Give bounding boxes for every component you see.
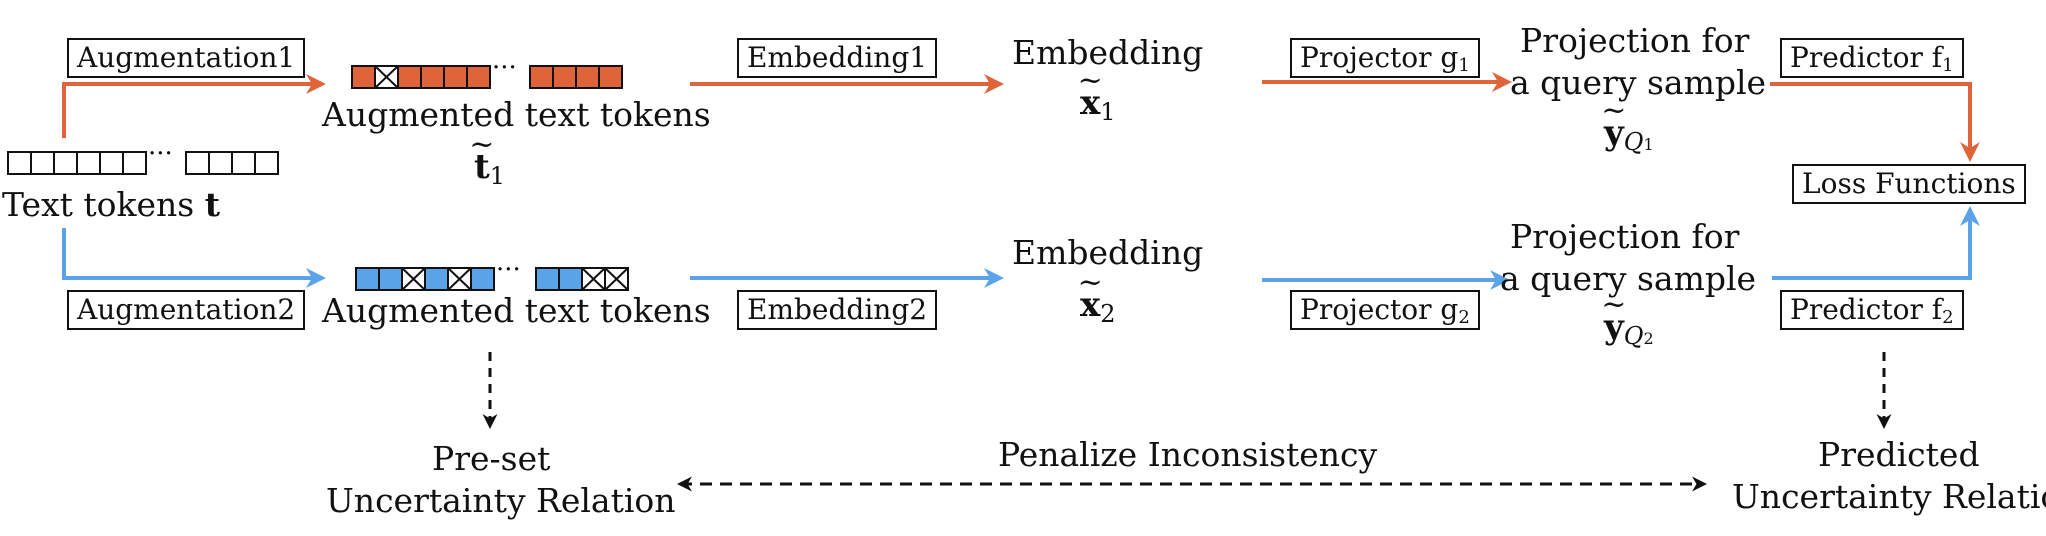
input-token-a-cell-5 [122, 151, 147, 175]
input-token-a-cell-2 [53, 151, 78, 175]
preset-line2: Uncertainty Relation [326, 481, 676, 520]
top-token-a-cell-3 [420, 65, 445, 89]
top-token-a-cell-2 [397, 65, 422, 89]
penalize-label: Penalize Inconsistency [998, 435, 1378, 474]
input-token-b-cell-0 [185, 151, 210, 175]
loss-functions-box: Loss Functions [1792, 164, 2026, 204]
input-token-b-cell-2 [231, 151, 256, 175]
projector-g1-box: Projector g1 [1290, 38, 1480, 78]
top-projection-line1: Projection for [1520, 21, 1750, 60]
input-token-b-cell-3 [254, 151, 279, 175]
embedding2-box: Embedding2 [737, 290, 938, 330]
bottom-token-b-cell-2-cross-1 [581, 267, 606, 291]
bottom-augmented-tokens-label: Augmented text tokens [322, 291, 711, 330]
bottom-branch-arrow-1 [62, 228, 326, 288]
bottom-tokens-ellipsis: ··· [496, 255, 521, 285]
input-token-b-cell-1 [208, 151, 233, 175]
top-embedding-symbol: x1 [1080, 83, 1116, 127]
top-token-a-cell-1-cross-1 [374, 65, 399, 89]
top-branch-arrow-1 [62, 74, 326, 138]
top-embedding-title: Embedding [1012, 33, 1204, 72]
bottom-token-b-cell-0 [535, 267, 560, 291]
top-token-b-cell-0 [529, 65, 554, 89]
predicted-line2: Uncertainty Relation [1732, 477, 2046, 516]
top-token-a-cell-0 [351, 65, 376, 89]
bottom-token-a-cell-5 [470, 267, 495, 291]
predicted-line1: Predicted [1818, 435, 1980, 474]
input-token-a-cell-1 [30, 151, 55, 175]
input-token-a-cell-4 [99, 151, 124, 175]
bottom-token-a-cell-4-cross-1 [447, 267, 472, 291]
top-augmented-tokens-label: Augmented text tokens [322, 95, 711, 134]
predictor-f1-box: Predictor f1 [1780, 38, 1964, 78]
augmentation1-box: Augmentation1 [67, 38, 306, 78]
bottom-token-b-cell-1 [558, 267, 583, 291]
input-tokens-label: Text tokens t [2, 185, 220, 224]
top-branch-arrow-4 [1770, 82, 1980, 162]
predictor-f2-box: Predictor f2 [1780, 290, 1964, 330]
bottom-token-a-cell-3 [424, 267, 449, 291]
bottom-projection-line1: Projection for [1510, 217, 1740, 256]
preset-line1: Pre-set [432, 439, 551, 478]
bottom-branch-arrow-4 [1772, 206, 1980, 280]
top-token-b-cell-2 [575, 65, 600, 89]
top-token-a-cell-5 [466, 65, 491, 89]
top-token-a-cell-4 [443, 65, 468, 89]
top-projection-symbol: yQ1 [1604, 113, 1654, 157]
top-augmented-tokens-symbol: t1 [474, 147, 505, 191]
bottom-embedding-symbol: x2 [1080, 285, 1116, 329]
augmentation2-box: Augmentation2 [67, 290, 306, 330]
bottom-token-a-cell-2-cross-1 [401, 267, 426, 291]
bottom-embedding-title: Embedding [1012, 233, 1204, 272]
bottom-token-a-cell-0 [355, 267, 380, 291]
top-projection-line2: a query sample [1510, 63, 1767, 102]
top-token-b-cell-1 [552, 65, 577, 89]
bottom-projection-line2: a query sample [1500, 259, 1757, 298]
input-tokens-ellipsis: ··· [148, 139, 173, 169]
bottom-projection-symbol: yQ2 [1604, 307, 1654, 351]
top-token-b-cell-3 [598, 65, 623, 89]
input-token-a-cell-0 [7, 151, 32, 175]
projector-g2-box: Projector g2 [1290, 290, 1480, 330]
bottom-token-b-cell-3-cross-1 [604, 267, 629, 291]
bottom-token-a-cell-1 [378, 267, 403, 291]
embedding1-box: Embedding1 [737, 38, 938, 78]
top-tokens-ellipsis: ··· [492, 53, 517, 83]
input-token-a-cell-3 [76, 151, 101, 175]
